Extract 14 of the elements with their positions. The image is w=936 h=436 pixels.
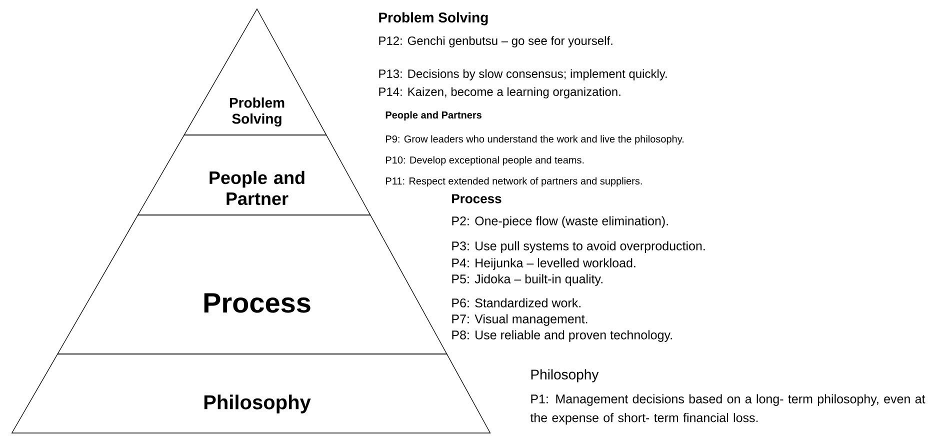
pyramid-band: Process [57, 214, 448, 354]
principle-text: P13: Decisions by slow consensus; implement quickly. [379, 69, 667, 80]
principle-text: P8: Use reliable and proven technology. [452, 330, 672, 342]
principle-text: P1: Management decisions based on a long- term philosophy, even at the expense of short- term financial loss. [530, 394, 926, 425]
heading: Process [452, 194, 502, 204]
heading: People and Partners [386, 111, 482, 121]
principle-text: P12: Genchi genbutsu – go see for yourself. [379, 36, 612, 48]
heading: Problem Solving [379, 12, 488, 26]
principle-text: P11: Respect extended network of partners and suppliers. [386, 177, 642, 187]
principle-text: Philosophy [531, 369, 599, 382]
principle-text: P9: Grow leaders who understand the work and live the philosophy. [386, 135, 684, 145]
principle-text: P14: Kaizen, become a learning organization. [379, 87, 620, 98]
principle-text: P7: Visual management. [452, 314, 588, 326]
principle-text: P10: Develop exceptional people and teams. [386, 156, 584, 166]
